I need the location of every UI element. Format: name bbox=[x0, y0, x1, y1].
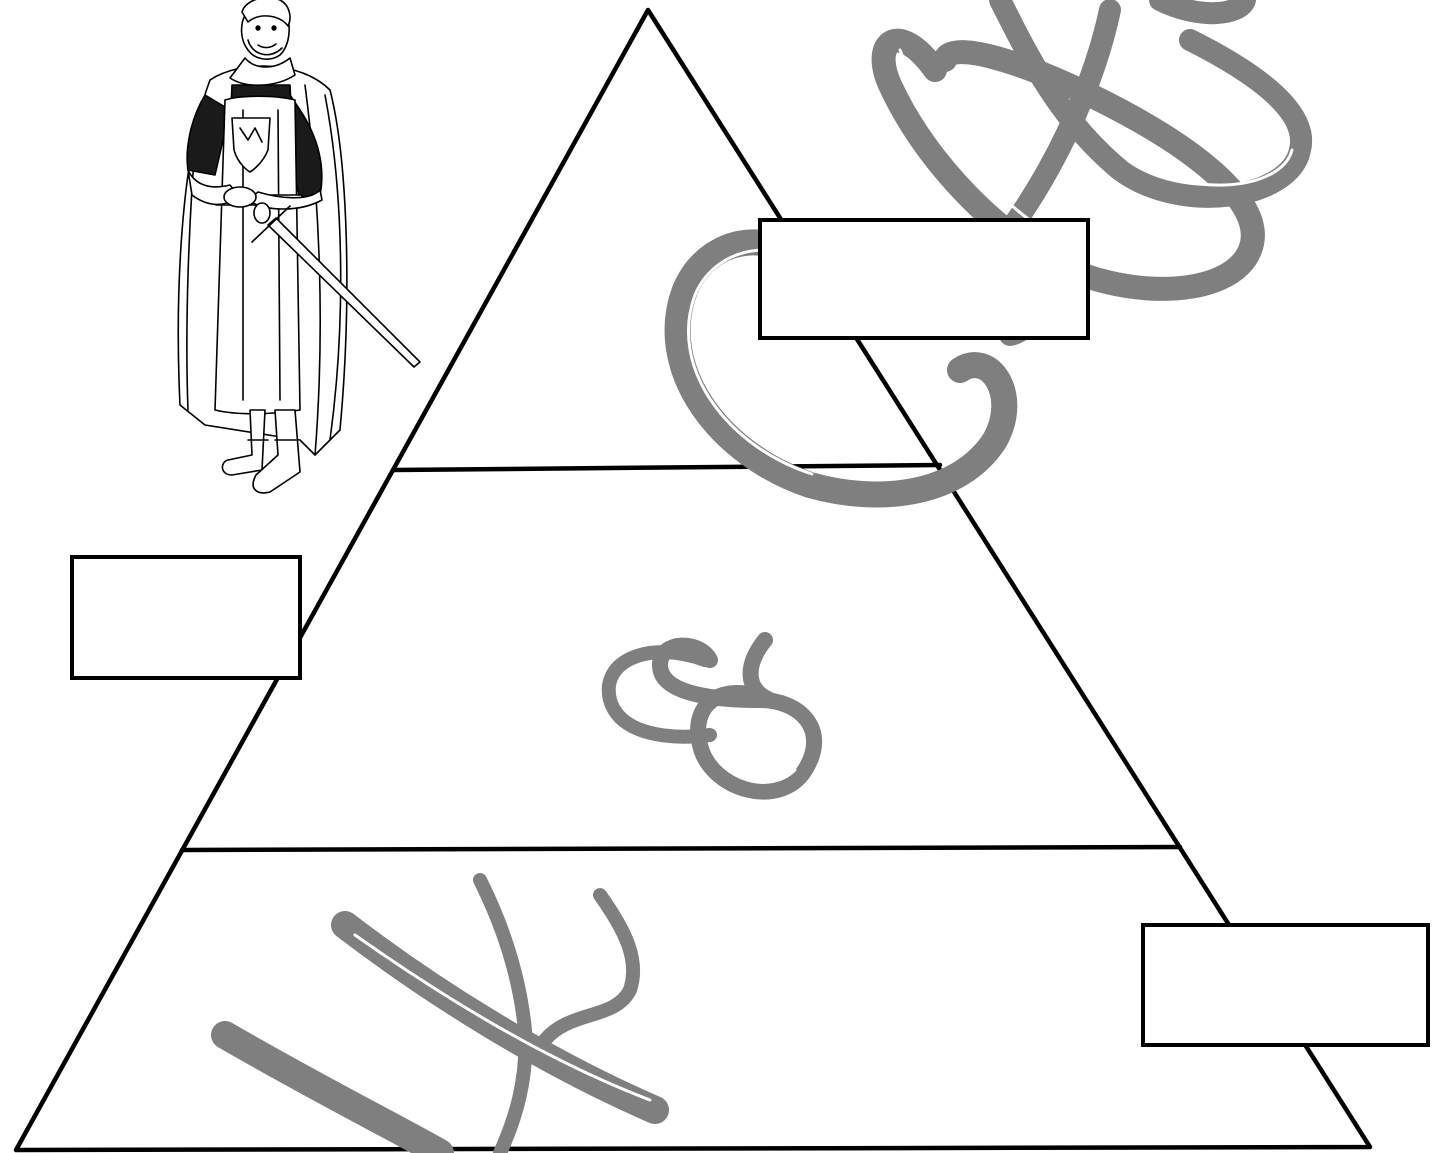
knight-illustration bbox=[178, 0, 420, 493]
bottom-answer-box[interactable] bbox=[1143, 925, 1428, 1045]
top-answer-box[interactable] bbox=[760, 220, 1088, 338]
tier-divider-lower bbox=[182, 847, 1180, 850]
watermark bbox=[225, 0, 1301, 1153]
tier-divider-upper bbox=[393, 465, 940, 470]
middle-answer-box[interactable] bbox=[72, 557, 300, 678]
